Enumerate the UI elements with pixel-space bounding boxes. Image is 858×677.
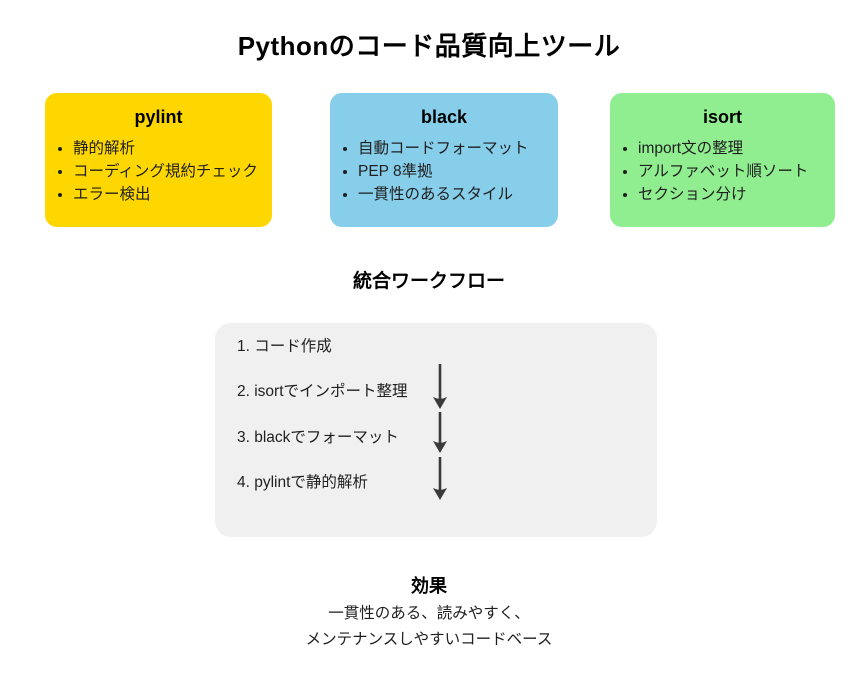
card-pylint: pylint 静的解析 コーディング規約チェック エラー検出: [45, 93, 272, 227]
arrow-down-icon: [433, 457, 447, 500]
workflow-step-3: 3. blackでフォーマット: [237, 429, 399, 446]
effect-text: 一貫性のある、読みやすく、 メンテナンスしやすいコードベース: [0, 601, 858, 653]
page-title: Pythonのコード品質向上ツール: [237, 31, 621, 61]
effect-line-1: 一貫性のある、読みやすく、: [328, 605, 530, 622]
workflow-step-2: 2. isortでインポート整理: [237, 383, 408, 400]
card-title-black: black: [420, 107, 468, 127]
workflow-heading: 統合ワークフロー: [352, 271, 505, 292]
card-isort-list: import文の整理 アルファベット順ソート セクション分け: [610, 137, 835, 206]
list-item: 自動コードフォーマット: [358, 137, 552, 160]
list-item: 一貫性のあるスタイル: [358, 183, 552, 206]
workflow-arrows: [433, 364, 447, 500]
workflow-box: 1. コード作成 2. isortでインポート整理 3. blackでフォーマッ…: [215, 323, 657, 537]
list-item: コーディング規約チェック: [73, 160, 266, 183]
list-item: セクション分け: [638, 183, 829, 206]
card-isort: isort import文の整理 アルファベット順ソート セクション分け: [610, 93, 835, 227]
arrow-down-icon: [433, 412, 447, 453]
effect-heading: 効果: [411, 576, 447, 596]
card-black-list: 自動コードフォーマット PEP 8準拠 一貫性のあるスタイル: [330, 137, 558, 206]
list-item: PEP 8準拠: [358, 160, 552, 183]
list-item: import文の整理: [638, 137, 829, 160]
list-item: エラー検出: [73, 183, 266, 206]
card-title-isort: isort: [702, 107, 742, 127]
list-item: 静的解析: [73, 137, 266, 160]
workflow-step-4: 4. pylintで静的解析: [237, 474, 368, 491]
effect-line-2: メンテナンスしやすいコードベース: [305, 631, 553, 648]
card-title-pylint: pylint: [134, 107, 183, 127]
card-black: black 自動コードフォーマット PEP 8準拠 一貫性のあるスタイル: [330, 93, 558, 227]
arrow-down-icon: [433, 364, 447, 409]
workflow-step-1: 1. コード作成: [237, 338, 332, 355]
list-item: アルファベット順ソート: [638, 160, 829, 183]
card-pylint-list: 静的解析 コーディング規約チェック エラー検出: [45, 137, 272, 206]
